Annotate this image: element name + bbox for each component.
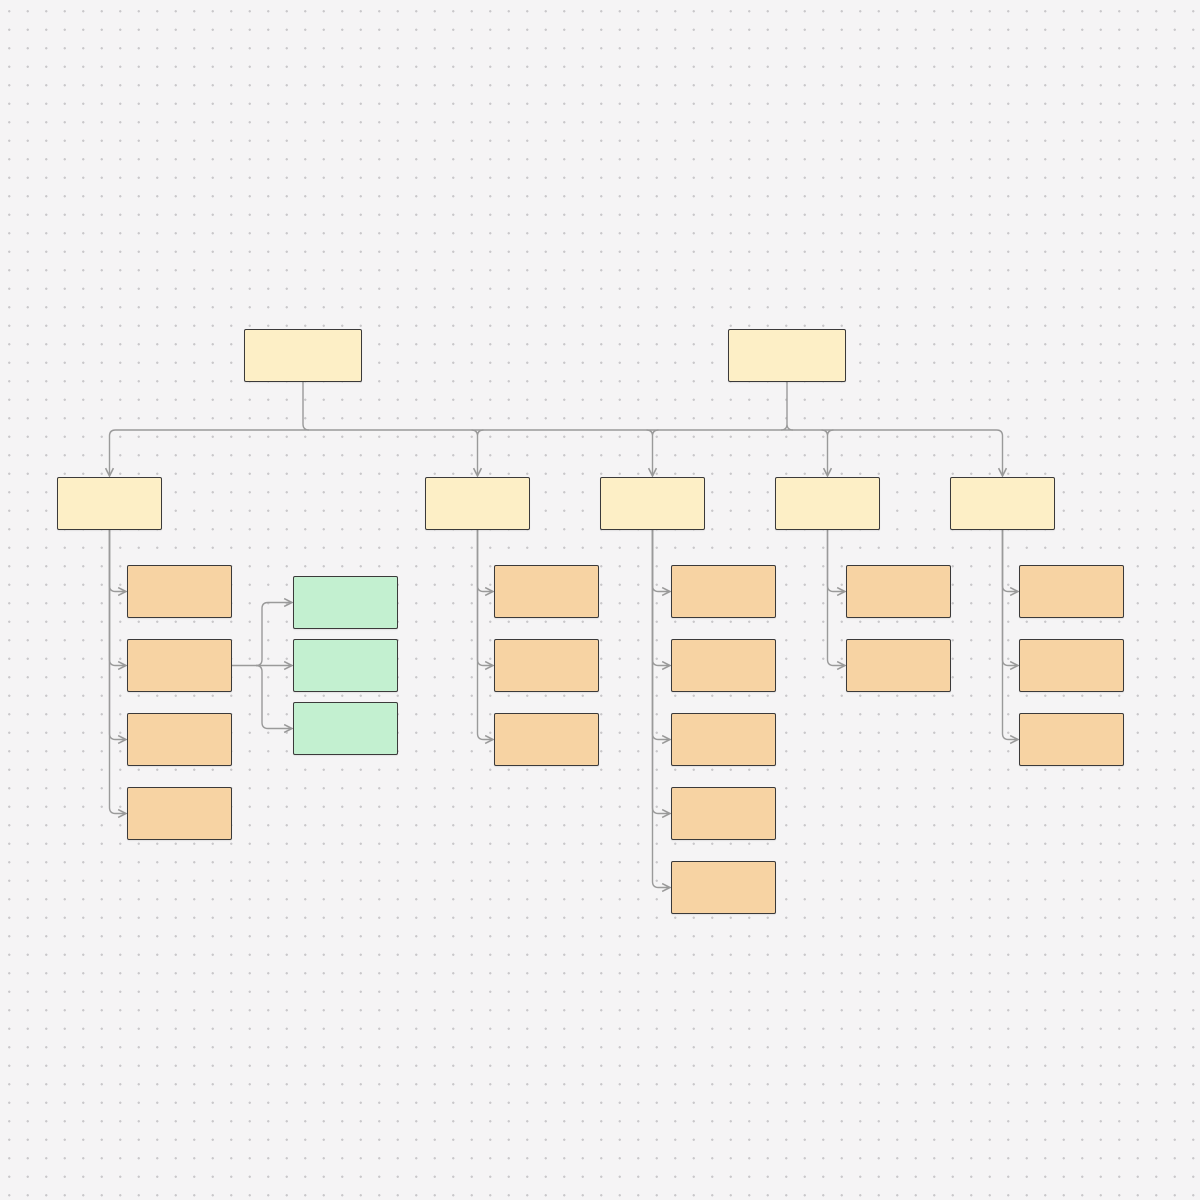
branch-node-4[interactable] <box>775 477 880 530</box>
branch-5-drop-connector <box>996 429 1003 476</box>
leaf-2-2-connector <box>476 530 494 666</box>
sub-3-connector <box>255 664 292 729</box>
branch-node-1[interactable] <box>57 477 162 530</box>
sub-node-3[interactable] <box>293 702 398 755</box>
leaf-node-3-1[interactable] <box>671 565 776 618</box>
root-2-drop-connector <box>780 382 794 431</box>
leaf-node-2-3[interactable] <box>494 713 599 766</box>
branch-3-drop-connector <box>647 429 659 476</box>
leaf-node-5-2[interactable] <box>1019 639 1124 692</box>
leaf-node-3-5[interactable] <box>671 861 776 914</box>
leaf-5-2-connector <box>1001 530 1019 666</box>
root-node-2[interactable] <box>728 329 846 382</box>
leaf-2-3-connector <box>476 530 494 740</box>
leaf-1-2-connector <box>108 530 127 666</box>
sub-1-connector <box>255 603 292 667</box>
leaf-node-5-3[interactable] <box>1019 713 1124 766</box>
leaf-node-3-4[interactable] <box>671 787 776 840</box>
leaf-node-4-1[interactable] <box>846 565 951 618</box>
leaf-node-1-4[interactable] <box>127 787 232 840</box>
branch-2-drop-connector <box>472 429 484 476</box>
leaf-1-3-connector <box>108 530 127 740</box>
branch-node-3[interactable] <box>600 477 705 530</box>
leaf-node-2-2[interactable] <box>494 639 599 692</box>
branch-node-5[interactable] <box>950 477 1055 530</box>
leaf-node-2-1[interactable] <box>494 565 599 618</box>
leaf-3-1-connector <box>651 530 671 592</box>
branch-4-drop-connector <box>822 429 834 476</box>
leaf-4-1-connector <box>826 530 846 592</box>
branch-node-2[interactable] <box>425 477 530 530</box>
leaf-3-4-connector <box>651 530 671 814</box>
leaf-2-1-connector <box>476 530 494 592</box>
leaf-node-1-1[interactable] <box>127 565 232 618</box>
sub-node-1[interactable] <box>293 576 398 629</box>
leaf-node-3-2[interactable] <box>671 639 776 692</box>
leaf-4-2-connector <box>826 530 846 666</box>
leaf-3-5-connector <box>651 530 671 888</box>
leaf-node-5-1[interactable] <box>1019 565 1124 618</box>
leaf-node-4-2[interactable] <box>846 639 951 692</box>
sub-node-2[interactable] <box>293 639 398 692</box>
leaf-node-3-3[interactable] <box>671 713 776 766</box>
leaf-node-1-3[interactable] <box>127 713 232 766</box>
root-node-1[interactable] <box>244 329 362 382</box>
leaf-3-3-connector <box>651 530 671 740</box>
leaf-5-3-connector <box>1001 530 1019 740</box>
leaf-node-1-2[interactable] <box>127 639 232 692</box>
leaf-3-2-connector <box>651 530 671 666</box>
branch-1-drop-connector <box>110 429 116 476</box>
leaf-1-4-connector <box>108 530 127 814</box>
leaf-5-1-connector <box>1001 530 1019 592</box>
root-1-drop-connector <box>302 382 310 431</box>
leaf-1-1-connector <box>108 530 127 592</box>
